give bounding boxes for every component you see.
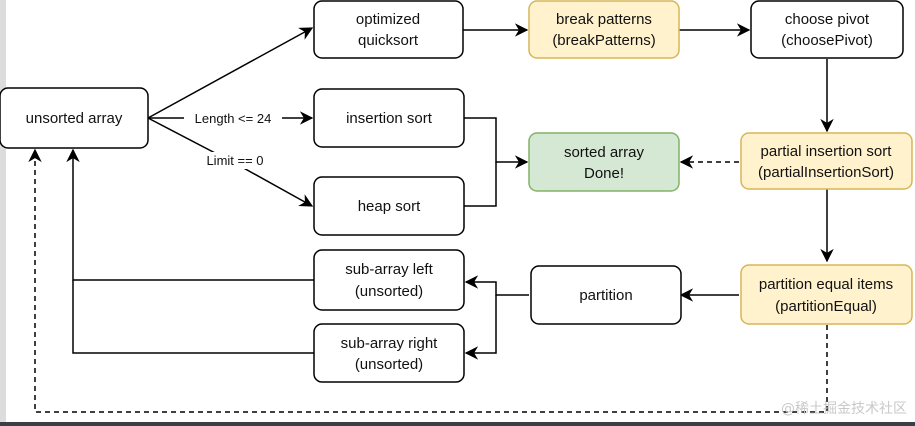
edge-insertion-to-sorted xyxy=(464,117,529,169)
node-optimized-quicksort-label-1: optimized xyxy=(356,11,420,28)
node-unsorted-array: unsorted array xyxy=(0,87,149,149)
node-optimized-quicksort-label-2: quicksort xyxy=(358,32,419,49)
node-choose-pivot-label-1: choose pivot xyxy=(785,11,870,28)
node-sub-array-right: sub-array right (unsorted) xyxy=(313,323,465,383)
node-choose-pivot-label-2: (choosePivot) xyxy=(781,32,873,49)
node-partition-equal-items-label-2: (partitionEqual) xyxy=(775,298,877,315)
edge-partequal-to-unsorted xyxy=(28,148,828,413)
node-insertion-sort-label: insertion sort xyxy=(346,110,433,127)
node-sub-array-left: sub-array left (unsorted) xyxy=(313,249,465,311)
edge-subleft-to-unsorted xyxy=(66,148,314,281)
node-partition-equal-items: partition equal items (partitionEqual) xyxy=(740,264,913,325)
edge-partition-to-subright xyxy=(464,295,497,360)
node-unsorted-array-label: unsorted array xyxy=(26,110,123,127)
node-partition-equal-items-label-1: partition equal items xyxy=(759,276,893,293)
edge-labels: Length <= 24 Limit == 0 xyxy=(184,110,282,169)
node-heap-sort-label: heap sort xyxy=(358,198,421,215)
node-break-patterns: break patterns (breakPatterns) xyxy=(528,0,680,59)
node-sorted-array-label-2: Done! xyxy=(584,165,624,182)
node-partial-insertion-sort: partial insertion sort (partialInsertion… xyxy=(740,132,913,190)
edge-label-length: Length <= 24 xyxy=(195,111,272,126)
node-sub-array-right-label-2: (unsorted) xyxy=(355,356,423,373)
node-partition: partition xyxy=(530,265,682,325)
node-partial-insertion-sort-label-1: partial insertion sort xyxy=(761,143,893,160)
node-sorted-array: sorted array Done! xyxy=(528,132,680,192)
watermark: @稀土掘金技术社区 xyxy=(781,401,907,417)
node-sorted-array-label-1: sorted array xyxy=(564,144,645,161)
node-sub-array-left-label-1: sub-array left xyxy=(345,261,433,278)
edges xyxy=(28,23,834,413)
node-sub-array-right-label-1: sub-array right xyxy=(341,335,439,352)
node-heap-sort: heap sort xyxy=(313,176,465,236)
node-partial-insertion-sort-label-2: (partialInsertionSort) xyxy=(758,164,894,181)
edge-heap-to-sorted xyxy=(464,162,497,207)
node-break-patterns-label-2: (breakPatterns) xyxy=(552,32,655,49)
edge-label-limit: Limit == 0 xyxy=(206,153,263,168)
node-break-patterns-label-1: break patterns xyxy=(556,11,652,28)
edge-unsorted-to-optimized xyxy=(147,27,314,119)
edge-partition-to-subleft xyxy=(464,275,529,296)
edge-subright-to-unsorted xyxy=(72,280,314,354)
node-partition-label: partition xyxy=(579,287,632,304)
node-insertion-sort: insertion sort xyxy=(313,88,465,148)
window-frame-left xyxy=(0,0,6,426)
node-sub-array-left-label-2: (unsorted) xyxy=(355,283,423,300)
node-choose-pivot: choose pivot (choosePivot) xyxy=(750,0,904,59)
window-frame-bottom xyxy=(0,422,915,426)
node-optimized-quicksort: optimized quicksort xyxy=(313,0,464,59)
